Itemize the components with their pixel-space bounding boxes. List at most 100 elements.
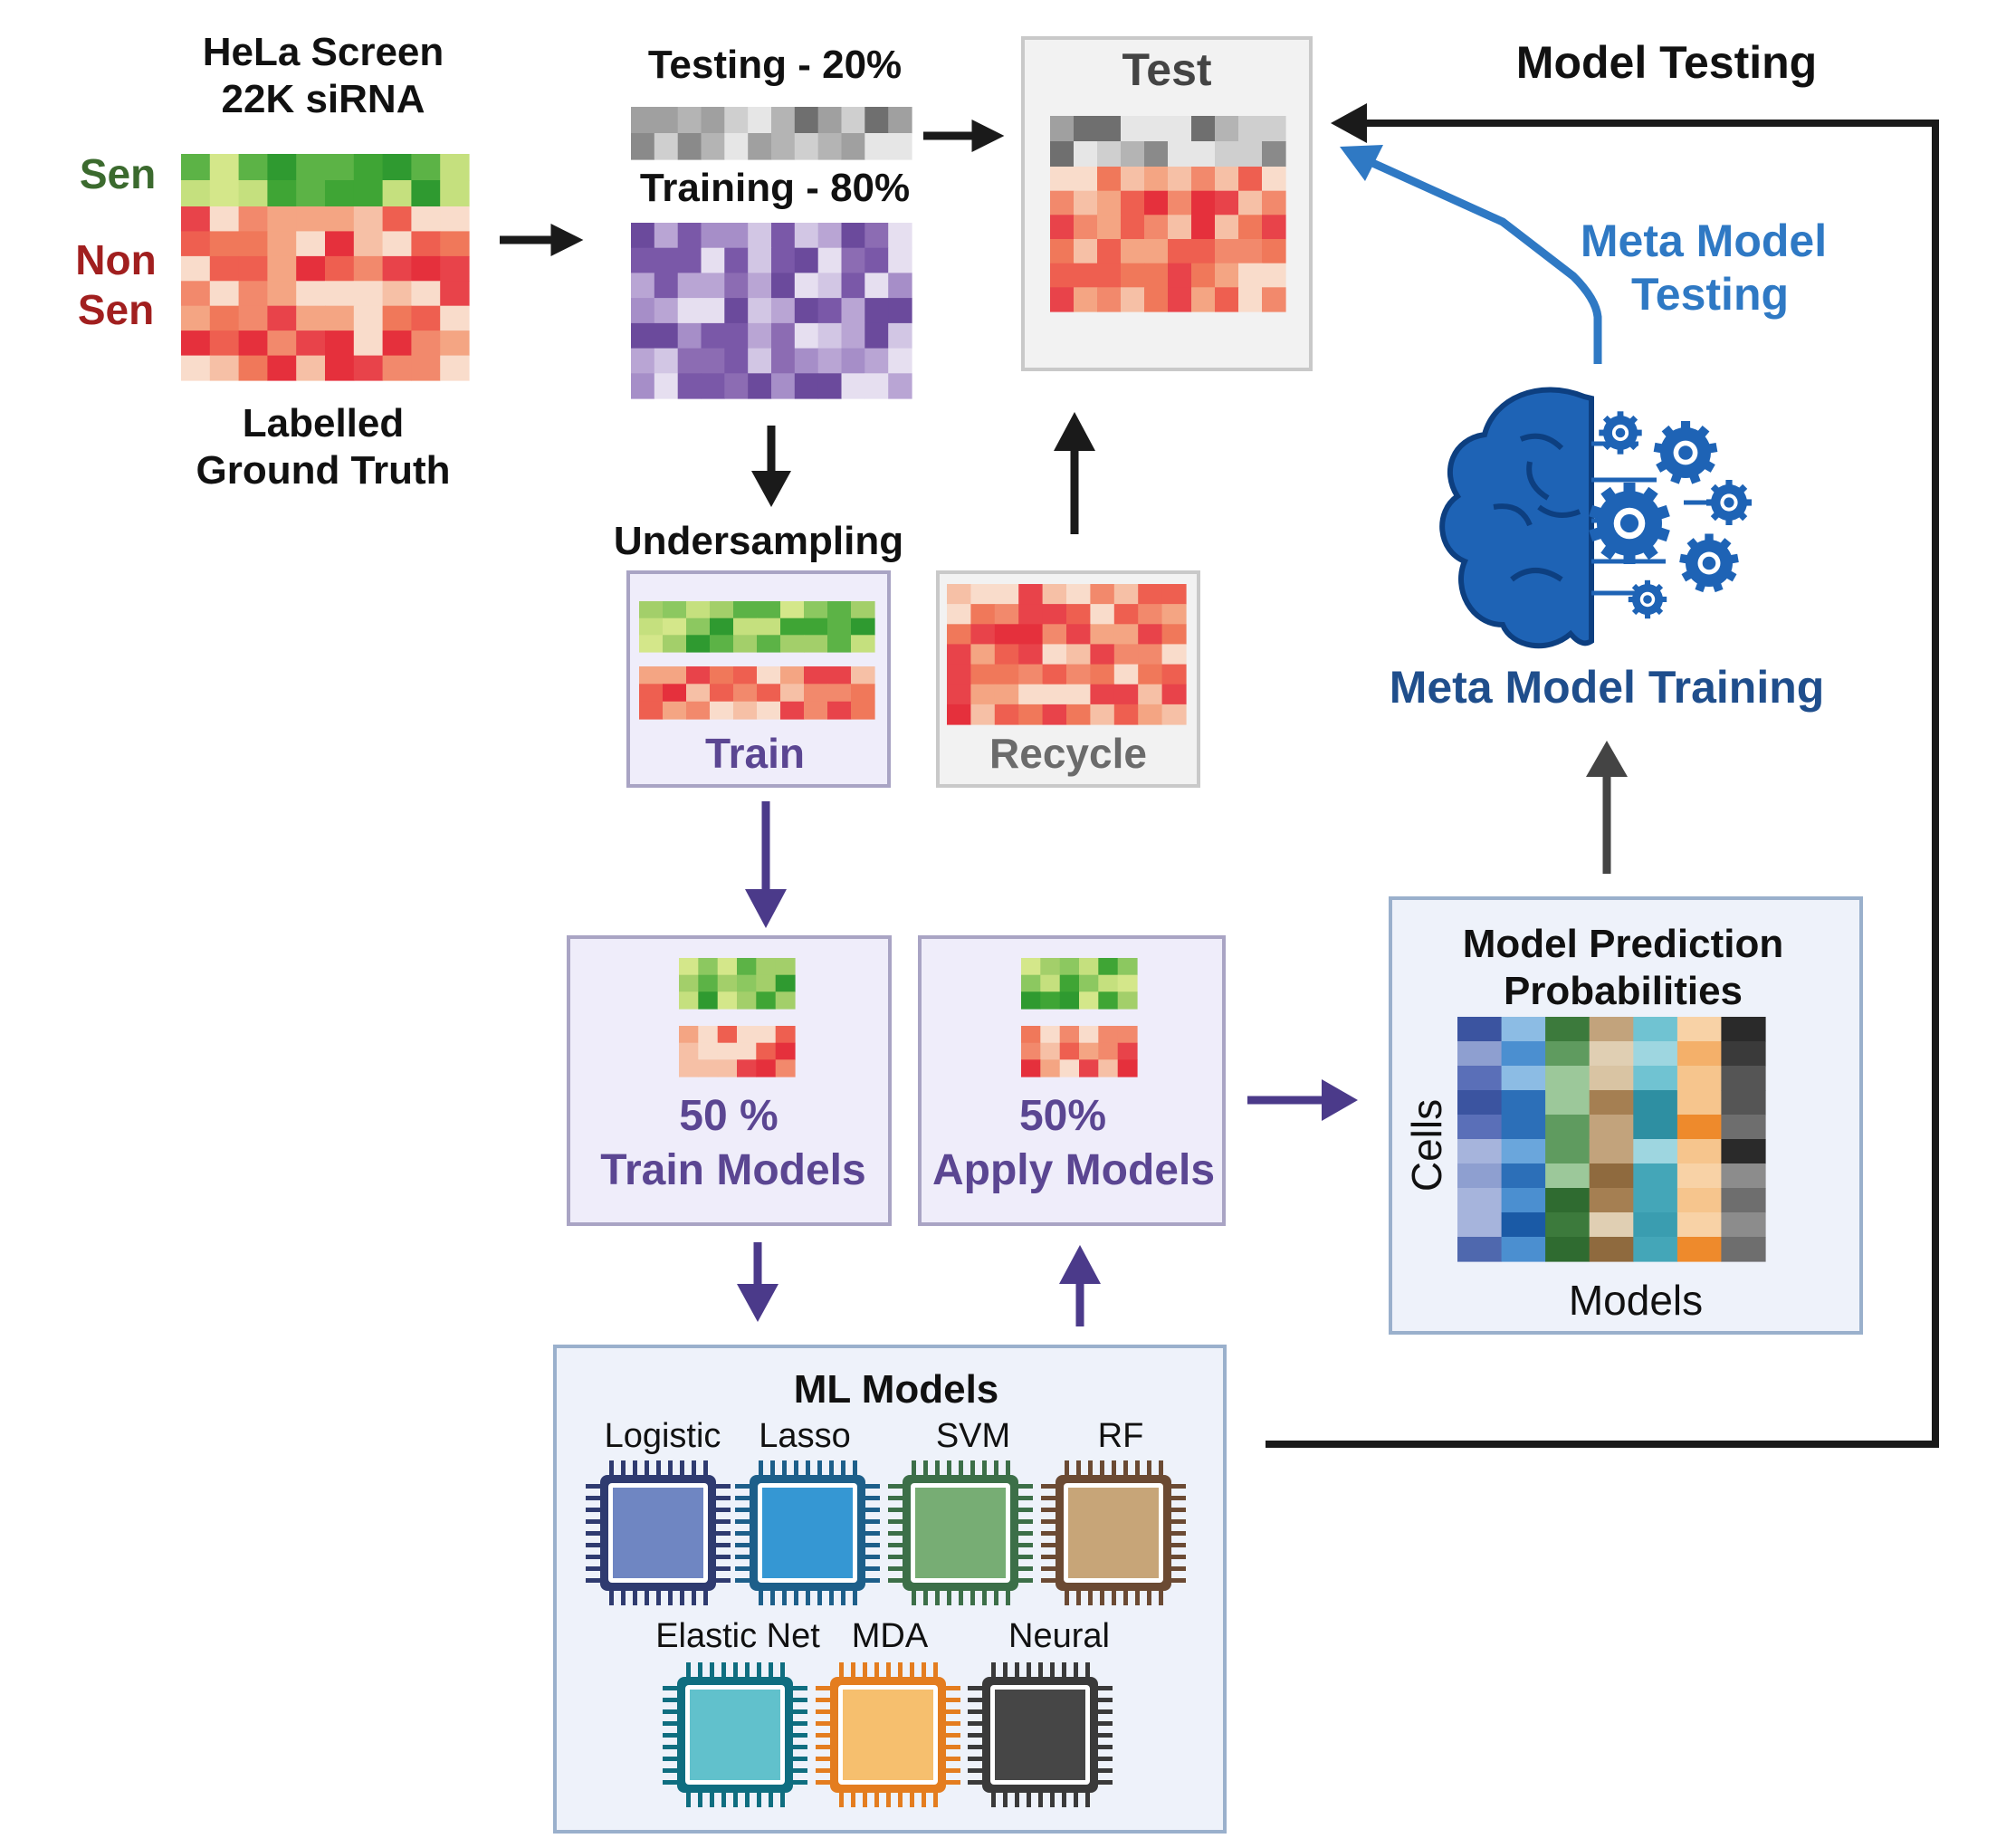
heatmap-cell [724,223,749,249]
heatmap-cell [654,322,679,349]
heatmap-cell [970,704,996,725]
heatmap-cell [817,107,843,134]
heatmap-cell [1161,604,1187,625]
heatmap-cell [686,601,711,619]
heatmap-cell [851,684,875,703]
heatmap-cell [353,305,384,331]
heatmap-cell [1018,624,1044,645]
heatmap-cell [827,601,852,619]
heatmap-cell [970,684,996,705]
train-models-red-heatmap [679,1026,796,1077]
heatmap-cell [1238,167,1263,192]
heatmap-cell [296,281,326,307]
heatmap-cell [1191,116,1216,142]
heatmap-cell [733,635,758,653]
heatmap-cell [296,255,326,282]
arrow-recycle-to-test-head [1054,412,1095,451]
heatmap-cell [353,180,384,207]
heatmap-cell [1066,704,1091,725]
heatmap-cell [1168,116,1192,142]
heatmap-cell [631,273,655,299]
heatmap-cell [737,1059,757,1077]
test-red-heatmap [1050,167,1286,312]
heatmap-cell [1238,287,1263,312]
heatmap-cell [817,348,843,374]
heatmap-cell [780,601,805,619]
heatmap-cell [701,133,725,160]
heatmap-cell [710,618,734,636]
heatmap-cell [1457,1041,1503,1067]
heatmap-cell [1501,1115,1546,1140]
heatmap-cell [1633,1163,1678,1189]
heatmap-cell [775,974,796,992]
heatmap-cell [1589,1237,1634,1262]
heatmap-cell [1457,1188,1503,1213]
heatmap-cell [771,298,796,324]
heatmap-cell [353,231,384,257]
heatmap-cell [238,355,268,381]
heatmap-cell [1191,141,1216,168]
heatmap-cell [757,684,781,703]
heatmap-cell [827,618,852,636]
heatmap-cell [677,322,702,349]
heatmap-cell [970,604,996,625]
heatmap-cell [1121,190,1145,215]
chip-label: Elastic Net [655,1617,820,1655]
heatmap-cell [717,1042,738,1060]
heatmap-cell [1050,287,1075,312]
heatmap-cell [888,247,912,273]
meta-model-training-label: Meta Model Training [1390,662,1825,713]
heatmap-cell [238,231,268,257]
chip-icon [1041,1460,1186,1605]
prediction-x-label: Models [1569,1277,1703,1324]
heatmap-cell [701,348,725,374]
heatmap-cell [1215,263,1239,288]
heatmap-cell [1097,215,1122,240]
heatmap-cell [733,684,758,703]
heatmap-cell [1018,684,1044,705]
heatmap-cell [1021,958,1041,976]
heatmap-cell [1215,239,1239,264]
heatmap-cell [1098,1042,1119,1060]
heatmap-cell [677,247,702,273]
heatmap-cell [296,206,326,232]
heatmap-cell [1074,190,1098,215]
heatmap-cell [382,305,412,331]
ground-truth-heatmap [181,154,470,381]
heatmap-cell [1021,1026,1041,1044]
heatmap-cell [1066,644,1091,665]
recycle-label: Recycle [989,730,1147,777]
heatmap-cell [440,305,470,331]
heatmap-cell [841,107,865,134]
testing-heatmap [631,107,912,160]
heatmap-cell [1090,704,1115,725]
heatmap-cell [1457,1066,1503,1091]
heatmap-cell [851,618,875,636]
heatmap-cell [325,281,355,307]
heatmap-cell [1066,584,1091,605]
heatmap-cell [1633,1139,1678,1164]
brain-gears-icon [1439,387,1752,649]
heatmap-cell [775,991,796,1010]
gear-icon [1628,579,1667,619]
heatmap-cell [1121,215,1145,240]
heatmap-cell [864,298,889,324]
heatmap-cell [1676,1115,1723,1140]
heatmap-cell [756,1059,777,1077]
heatmap-cell [1074,239,1098,264]
heatmap-cell [1633,1090,1678,1116]
heatmap-cell [1050,141,1075,168]
heatmap-cell [1501,1066,1546,1091]
heatmap-cell [411,355,441,381]
heatmap-cell [804,618,828,636]
heatmap-cell [325,206,355,232]
heatmap-cell [698,1026,719,1044]
chip-label: SVM [936,1417,1010,1455]
meta-testing-arrowhead [1340,145,1383,181]
heatmap-cell [1117,1059,1138,1077]
heatmap-cell [411,255,441,282]
heatmap-cell [1066,664,1091,685]
heatmap-cell [267,330,297,357]
heatmap-cell [757,601,781,619]
train-green-heatmap [639,601,875,653]
